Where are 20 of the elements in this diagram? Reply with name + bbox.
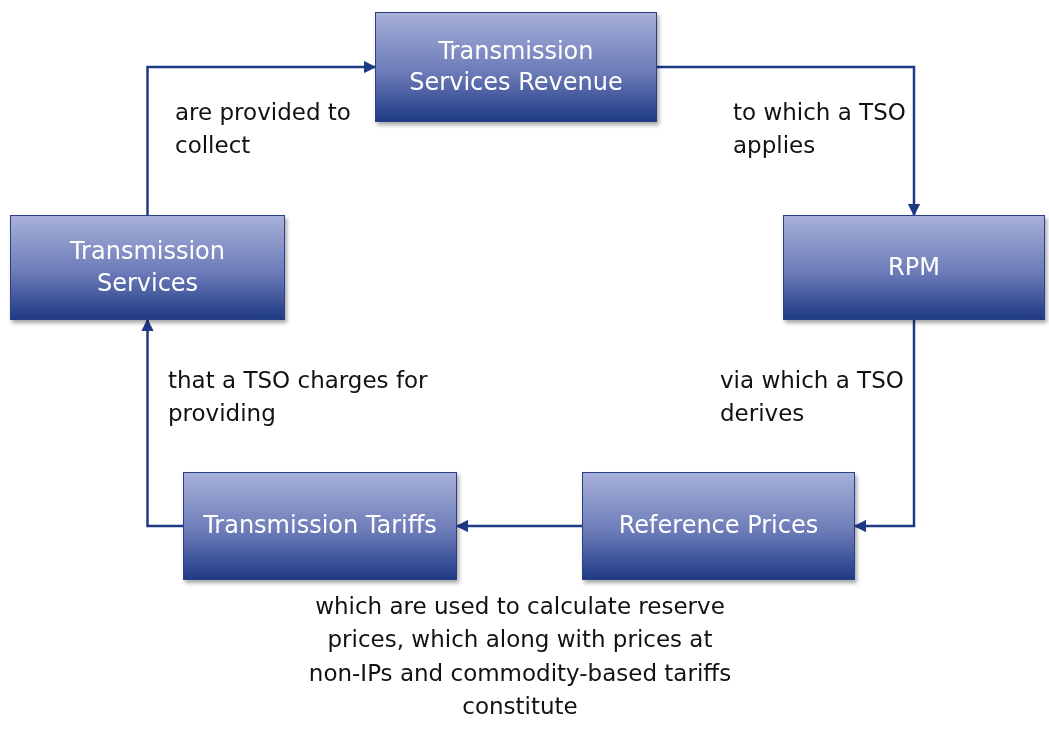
process-box xyxy=(582,472,855,580)
edge-label: are provided to collect xyxy=(175,98,352,161)
process-box xyxy=(10,215,285,320)
arrow xyxy=(146,60,377,215)
box-label: RPM xyxy=(888,251,940,283)
arrow xyxy=(141,318,183,528)
arrow xyxy=(657,65,921,217)
box-label: Transmission Services xyxy=(68,236,226,299)
arrow xyxy=(455,519,582,533)
edge-label: via which a TSO derives xyxy=(720,366,905,429)
box-label: Transmission Tariffs xyxy=(203,510,437,542)
process-box xyxy=(183,472,457,580)
edge-label: which are used to calculate reserve prices, which along with prices at non-IPs and commodity-based tariffs constitute xyxy=(307,592,733,722)
edge-label: that a TSO charges for providing xyxy=(168,366,429,429)
box-label: Transmission Services Revenue xyxy=(408,35,624,98)
arrow xyxy=(853,320,916,533)
box-label: Reference Prices xyxy=(618,510,819,542)
process-box xyxy=(783,215,1045,320)
edge-label: to which a TSO applies xyxy=(733,98,907,161)
process-box xyxy=(375,12,657,122)
